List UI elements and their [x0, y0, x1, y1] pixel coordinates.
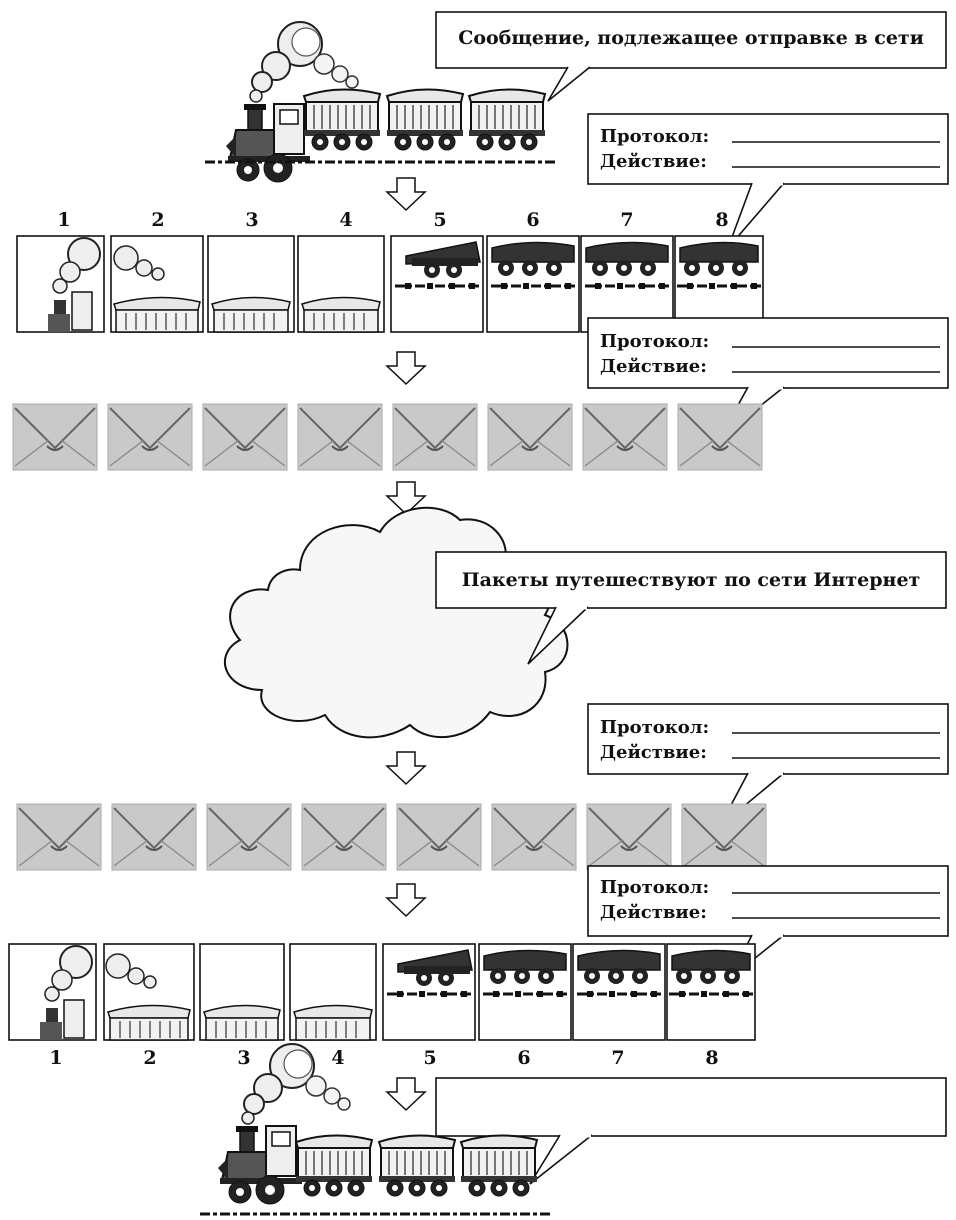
fragment-number: 7: [620, 209, 633, 231]
fragment-1: [16, 235, 105, 333]
fragment-number: 2: [143, 1047, 156, 1069]
fragment-3: [199, 943, 285, 1041]
envelope-icon: [107, 403, 193, 471]
down-arrow-6: [386, 1077, 426, 1111]
fragment-2: [110, 235, 204, 333]
fragment-number: 3: [245, 209, 258, 231]
fragment-5: [382, 943, 476, 1041]
fragment-numbers-top: 1 2 3 4 5 6 7 8: [57, 209, 728, 231]
fragment-number: 4: [339, 209, 352, 231]
fragment-1: [8, 943, 97, 1041]
fragment-4: [289, 943, 377, 1041]
fragment-8: [674, 235, 764, 333]
envelope-icon: [301, 803, 387, 871]
fragment-number: 8: [715, 209, 728, 231]
down-arrow-5: [386, 883, 426, 917]
callout-protocol-2: Протокол: Действие:: [587, 317, 949, 439]
fragment-number: 5: [433, 209, 446, 231]
fragment-numbers-bottom: 1 2 3 4 5 6 7 8: [49, 1047, 718, 1069]
fragment-5: [390, 235, 484, 333]
envelope-icon: [392, 403, 478, 471]
action-label: Действие:: [600, 902, 707, 923]
protocol-label: Протокол:: [600, 717, 709, 738]
envelope-icon: [111, 803, 197, 871]
action-label: Действие:: [600, 742, 707, 763]
down-arrow-2: [386, 351, 426, 385]
envelope-icon: [202, 403, 288, 471]
fragment-number: 6: [526, 209, 539, 231]
callout-cloud-message: Пакеты путешествуют по сети Интернет: [435, 551, 947, 665]
envelope-icon: [297, 403, 383, 471]
fragment-number: 2: [151, 209, 164, 231]
train-top: [205, 21, 558, 183]
fragment-number: 3: [237, 1047, 250, 1069]
envelope-icon: [491, 803, 577, 871]
envelope-icon: [12, 403, 98, 471]
fragment-4: [297, 235, 385, 333]
envelopes-row-1: [12, 403, 763, 471]
fragments-bottom: [8, 943, 756, 1041]
train-bottom: [200, 1043, 552, 1216]
fragment-number: 5: [423, 1047, 436, 1069]
callout-top-message: Сообщение, подлежащее отправке в сети: [435, 11, 947, 102]
fragment-number: 1: [57, 209, 70, 231]
fragment-number: 1: [49, 1047, 62, 1069]
down-arrow-4: [386, 751, 426, 785]
action-label: Действие:: [600, 151, 707, 172]
envelope-icon: [396, 803, 482, 871]
internet-cloud: [223, 506, 569, 739]
envelope-icon: [681, 803, 767, 871]
fragment-8: [666, 943, 756, 1041]
fragment-2: [103, 943, 195, 1041]
fragment-number: 6: [517, 1047, 530, 1069]
callout-protocol-1: Протокол: Действие:: [587, 113, 949, 249]
envelope-icon: [16, 803, 102, 871]
fragment-number: 8: [705, 1047, 718, 1069]
protocol-label: Протокол:: [600, 877, 709, 898]
cloud-message-text: Пакеты путешествуют по сети Интернет: [462, 569, 921, 591]
fragment-7: [580, 235, 674, 333]
envelope-icon: [582, 403, 668, 471]
fragments-top: [16, 235, 764, 333]
action-label: Действие:: [600, 356, 707, 377]
top-message-text: Сообщение, подлежащее отправке в сети: [458, 27, 924, 49]
protocol-label: Протокол:: [600, 126, 709, 147]
fragment-number: 7: [611, 1047, 624, 1069]
envelope-icon: [677, 403, 763, 471]
callout-bottom-empty: [435, 1077, 947, 1185]
fragment-6: [486, 235, 580, 333]
down-arrow-1: [386, 177, 426, 211]
envelope-icon: [206, 803, 292, 871]
envelope-icon: [487, 403, 573, 471]
fragment-7: [572, 943, 666, 1041]
fragment-3: [207, 235, 295, 333]
protocol-label: Протокол:: [600, 331, 709, 352]
fragment-6: [478, 943, 572, 1041]
fragment-number: 4: [331, 1047, 344, 1069]
envelope-icon: [586, 803, 672, 871]
envelopes-row-2: [16, 803, 767, 871]
